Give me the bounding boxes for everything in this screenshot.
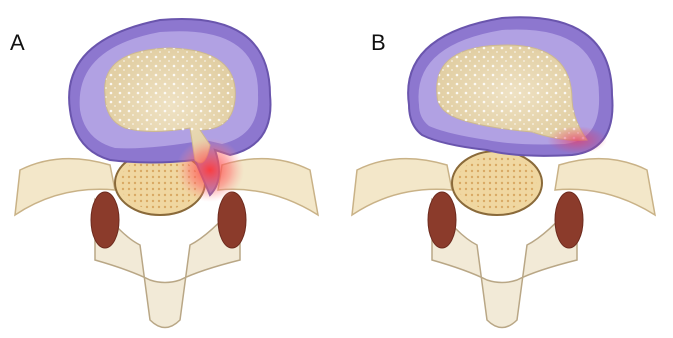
bulge-highlight [547,126,607,154]
left-facet [428,192,456,248]
panel-label-b: B [371,30,386,56]
left-facet [91,192,119,248]
right-facet [555,192,583,248]
spine-cross-section-a [0,0,336,338]
panel-a: A [0,0,336,338]
right-facet [218,192,246,248]
panel-label-a: A [10,30,25,56]
spine-cross-section-b [337,0,673,338]
panel-b: B [337,0,673,338]
herniation-pain-highlight [176,138,244,202]
